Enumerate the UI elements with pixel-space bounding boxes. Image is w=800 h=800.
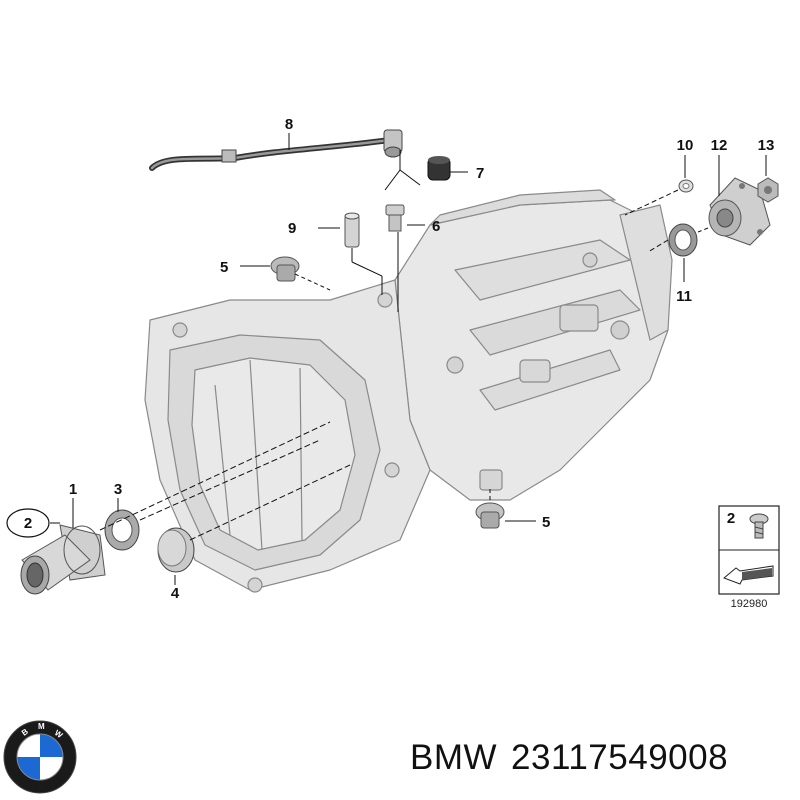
callout-6: 6 (432, 218, 440, 235)
part-number-caption: BMW 23117549008 (410, 738, 790, 788)
bmw-roundel-icon: B M W (3, 720, 77, 794)
washer-part (678, 179, 694, 193)
svg-text:M: M (38, 722, 45, 731)
brand-name: BMW (410, 738, 498, 777)
callout-5-bottom: 5 (542, 514, 550, 531)
dowel-pin-part (344, 212, 360, 248)
callout-1: 1 (69, 481, 77, 498)
svg-text:B: B (20, 727, 30, 738)
svg-text:W: W (53, 728, 65, 740)
cap-part (427, 156, 451, 181)
cover-part (157, 527, 195, 573)
input-seal-part (104, 509, 140, 551)
callout-13: 13 (758, 137, 775, 154)
inset-part-label: 2 (727, 510, 735, 527)
callout-8: 8 (285, 116, 293, 133)
plug-part-bottom (475, 502, 505, 529)
guide-sleeve-part (20, 524, 106, 595)
screw-icon (749, 513, 769, 539)
callout-2: 2 (24, 515, 32, 532)
part-number: 23117549008 (511, 738, 729, 777)
callout-7: 7 (476, 165, 484, 182)
callout-10: 10 (677, 137, 694, 154)
plug-part-top (270, 256, 300, 282)
gearbox-housing (144, 189, 673, 593)
callout-5-top: 5 (220, 259, 228, 276)
callout-11: 11 (676, 288, 692, 305)
vent-hose-part (149, 129, 403, 171)
reference-number: 192980 (731, 598, 768, 610)
output-flange-part (708, 177, 771, 246)
nut-part (757, 177, 779, 203)
breather-valve-part (385, 204, 405, 232)
callout-9: 9 (288, 220, 296, 237)
callout-4: 4 (171, 585, 180, 602)
leader-lines (50, 133, 767, 585)
callout-3: 3 (114, 481, 122, 498)
callout-2-circled: 2 (6, 508, 50, 538)
shaft-seal-part (668, 223, 698, 257)
catalog-arrow-icon (723, 565, 774, 585)
callout-12: 12 (711, 137, 728, 154)
parts-inset-box: 2 (718, 505, 780, 595)
